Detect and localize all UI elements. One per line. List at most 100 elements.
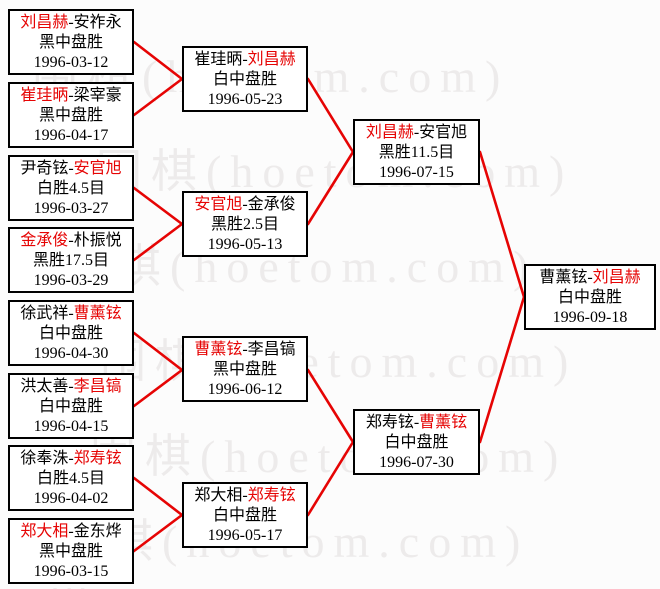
- connector-line: [306, 440, 355, 517]
- match-date: 1996-03-27: [33, 200, 109, 217]
- player1-name: 金承俊: [20, 232, 69, 249]
- match-result: 黑中盘胜: [38, 107, 103, 124]
- match-players: 崔珪昞-刘昌赫: [184, 50, 306, 70]
- player2-name: 朴振悦: [73, 232, 122, 249]
- match-date: 1996-03-12: [33, 54, 109, 71]
- match-players: 刘昌赫-安官旭: [355, 123, 478, 143]
- match-result: 黑胜2.5目: [210, 216, 279, 233]
- player2-name: 李昌镐: [73, 378, 122, 395]
- match-result: 白中盘胜: [212, 71, 277, 88]
- player1-name: 郑大相: [194, 487, 243, 504]
- player2-name: 安祚永: [73, 14, 122, 31]
- player2-name: 郑寿铉: [247, 487, 296, 504]
- match-players: 徐武祥-曹薰铉: [10, 304, 132, 324]
- match-date: 1996-03-29: [33, 272, 109, 289]
- match-players: 曹薰铉-刘昌赫: [526, 268, 654, 288]
- match-date: 1996-04-17: [33, 127, 109, 144]
- players-separator: -: [68, 87, 74, 104]
- players-separator: -: [68, 450, 74, 467]
- match-date: 1996-05-17: [207, 527, 283, 544]
- players-separator: -: [413, 414, 420, 431]
- match-players: 刘昌赫-安祚永: [10, 13, 132, 33]
- match-players: 崔珪昞-梁宰豪: [10, 86, 132, 106]
- match-players: 郑寿铉-曹薰铉: [355, 413, 478, 433]
- players-separator: -: [413, 124, 420, 141]
- player2-name: 刘昌赫: [592, 269, 641, 286]
- connector-line: [132, 476, 184, 517]
- player1-name: 刘昌赫: [20, 14, 69, 31]
- match-result: 白中盘胜: [38, 398, 103, 415]
- match-box-r1-2: 崔珪昞-梁宰豪 黑中盘胜 1996-04-17: [8, 82, 134, 148]
- connector-line: [478, 295, 526, 444]
- player1-name: 徐奉洙: [20, 450, 69, 467]
- match-players: 徐奉洙-郑寿铉: [10, 449, 132, 469]
- connector-line: [132, 513, 184, 553]
- match-result: 黑胜17.5目: [32, 252, 109, 269]
- match-date: 1996-05-23: [207, 91, 283, 108]
- players-separator: -: [68, 14, 74, 31]
- match-date: 1996-07-15: [379, 164, 454, 181]
- player2-name: 金承俊: [247, 196, 296, 213]
- watermark-text: 围棋(hoetom.com): [100, 336, 578, 387]
- players-separator: -: [68, 378, 74, 395]
- player2-name: 刘昌赫: [247, 51, 296, 68]
- match-box-r2-3: 曹薰铉-李昌镐 黑中盘胜 1996-06-12: [182, 336, 308, 402]
- match-players: 郑大相-金东烨: [10, 522, 132, 542]
- player2-name: 郑寿铉: [73, 450, 122, 467]
- player2-name: 曹薰铉: [73, 305, 122, 322]
- match-date: 1996-07-30: [379, 454, 454, 471]
- connector-line: [132, 77, 184, 117]
- player2-name: 曹薰铉: [419, 414, 468, 431]
- match-date: 1996-04-30: [33, 345, 109, 362]
- match-box-r1-5: 徐武祥-曹薰铉 白中盘胜 1996-04-30: [8, 300, 134, 366]
- player2-name: 梁宰豪: [73, 87, 122, 104]
- connector-line: [132, 222, 184, 262]
- match-result: 黑胜11.5目: [378, 144, 455, 161]
- player1-name: 徐武祥: [20, 305, 69, 322]
- player1-name: 尹奇铉: [20, 160, 69, 177]
- connector-line: [132, 186, 184, 226]
- match-box-r1-7: 徐奉洙-郑寿铉 白胜4.5目 1996-04-02: [8, 445, 134, 511]
- match-date: 1996-05-13: [207, 236, 283, 253]
- players-separator: -: [68, 305, 74, 322]
- players-separator: -: [242, 196, 248, 213]
- player2-name: 安官旭: [73, 160, 122, 177]
- player1-name: 崔珪昞: [194, 51, 243, 68]
- player1-name: 曹薰铉: [539, 269, 588, 286]
- players-separator: -: [242, 487, 248, 504]
- match-result: 白胜4.5目: [36, 180, 105, 197]
- match-result: 白胜4.5目: [36, 470, 105, 487]
- connector-line: [132, 40, 184, 81]
- players-separator: -: [242, 341, 248, 358]
- match-box-r2-4: 郑大相-郑寿铉 白中盘胜 1996-05-17: [182, 482, 308, 548]
- match-players: 金承俊-朴振悦: [10, 231, 132, 251]
- match-date: 1996-06-12: [207, 381, 283, 398]
- match-date: 1996-04-15: [33, 418, 109, 435]
- players-separator: -: [242, 51, 248, 68]
- match-players: 郑大相-郑寿铉: [184, 486, 306, 506]
- match-result: 黑中盘胜: [38, 34, 103, 51]
- player1-name: 郑寿铉: [365, 414, 414, 431]
- match-result: 白中盘胜: [384, 434, 449, 451]
- match-players: 尹奇铉-安官旭: [10, 159, 132, 179]
- player1-name: 刘昌赫: [365, 124, 414, 141]
- player2-name: 金东烨: [73, 523, 122, 540]
- match-players: 安官旭-金承俊: [184, 195, 306, 215]
- player1-name: 崔珪昞: [20, 87, 69, 104]
- match-box-r1-6: 洪太善-李昌镐 白中盘胜 1996-04-15: [8, 373, 134, 439]
- match-box-r2-1: 崔珪昞-刘昌赫 白中盘胜 1996-05-23: [182, 46, 308, 112]
- match-players: 曹薰铉-李昌镐: [184, 340, 306, 360]
- match-result: 白中盘胜: [557, 289, 622, 306]
- player1-name: 安官旭: [194, 196, 243, 213]
- player1-name: 曹薰铉: [194, 341, 243, 358]
- connector-line: [306, 77, 355, 154]
- match-result: 黑中盘胜: [212, 361, 277, 378]
- match-players: 洪太善-李昌镐: [10, 377, 132, 397]
- match-date: 1996-04-02: [33, 490, 109, 507]
- match-result: 黑中盘胜: [38, 543, 103, 560]
- match-date: 1996-09-18: [552, 309, 628, 326]
- player1-name: 郑大相: [20, 523, 69, 540]
- match-box-r1-4: 金承俊-朴振悦 黑胜17.5目 1996-03-29: [8, 227, 134, 293]
